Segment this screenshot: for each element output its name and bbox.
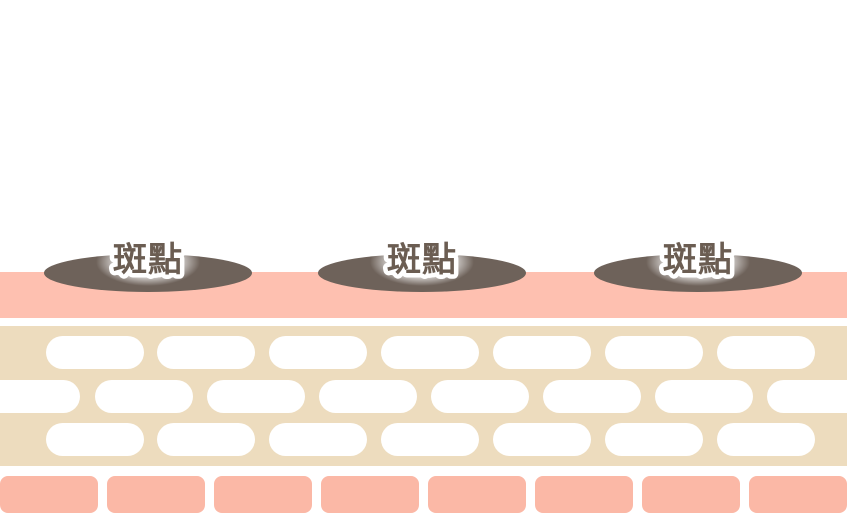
bottom-cell bbox=[0, 476, 98, 513]
bottom-cell bbox=[749, 476, 847, 513]
bottom-layer-cells bbox=[0, 476, 847, 513]
bottom-cell bbox=[107, 476, 205, 513]
spot-2: 斑點 bbox=[318, 236, 526, 292]
spot-glow bbox=[96, 238, 200, 286]
spot-glow bbox=[646, 238, 750, 286]
dermis-cell bbox=[543, 380, 641, 413]
dermis-cell bbox=[493, 423, 591, 456]
bottom-cell bbox=[214, 476, 312, 513]
spot-label: 斑點 bbox=[663, 240, 733, 280]
dermis-cell bbox=[0, 380, 80, 413]
layer-gap bbox=[0, 318, 847, 326]
dermis-cell bbox=[207, 380, 305, 413]
spot-3: 斑點 bbox=[594, 236, 802, 292]
dermis-cell bbox=[319, 380, 417, 413]
dermis-cell bbox=[269, 336, 367, 369]
spot-1: 斑點 bbox=[44, 236, 252, 292]
dermis-cell bbox=[605, 336, 703, 369]
spot-label: 斑點 bbox=[387, 240, 457, 280]
dermis-cell bbox=[605, 423, 703, 456]
dermis-cell bbox=[493, 336, 591, 369]
dermis-cell bbox=[95, 380, 193, 413]
dermis-cell bbox=[767, 380, 847, 413]
dermis-cell bbox=[381, 423, 479, 456]
dermis-cell bbox=[46, 423, 144, 456]
dermis-cell bbox=[269, 423, 367, 456]
dermis-cell bbox=[717, 336, 815, 369]
dermis-cell bbox=[381, 336, 479, 369]
bottom-cell bbox=[321, 476, 419, 513]
bottom-cell bbox=[428, 476, 526, 513]
dermis-cell bbox=[157, 423, 255, 456]
dermis-cell bbox=[717, 423, 815, 456]
dermis-cell bbox=[655, 380, 753, 413]
dermis-cell bbox=[431, 380, 529, 413]
bottom-cell bbox=[642, 476, 740, 513]
dermis-cell bbox=[46, 336, 144, 369]
dermis-cells bbox=[0, 336, 847, 456]
spot-glow bbox=[370, 238, 474, 286]
bottom-cell bbox=[535, 476, 633, 513]
dermis-cell bbox=[157, 336, 255, 369]
spot-label: 斑點 bbox=[113, 240, 183, 280]
